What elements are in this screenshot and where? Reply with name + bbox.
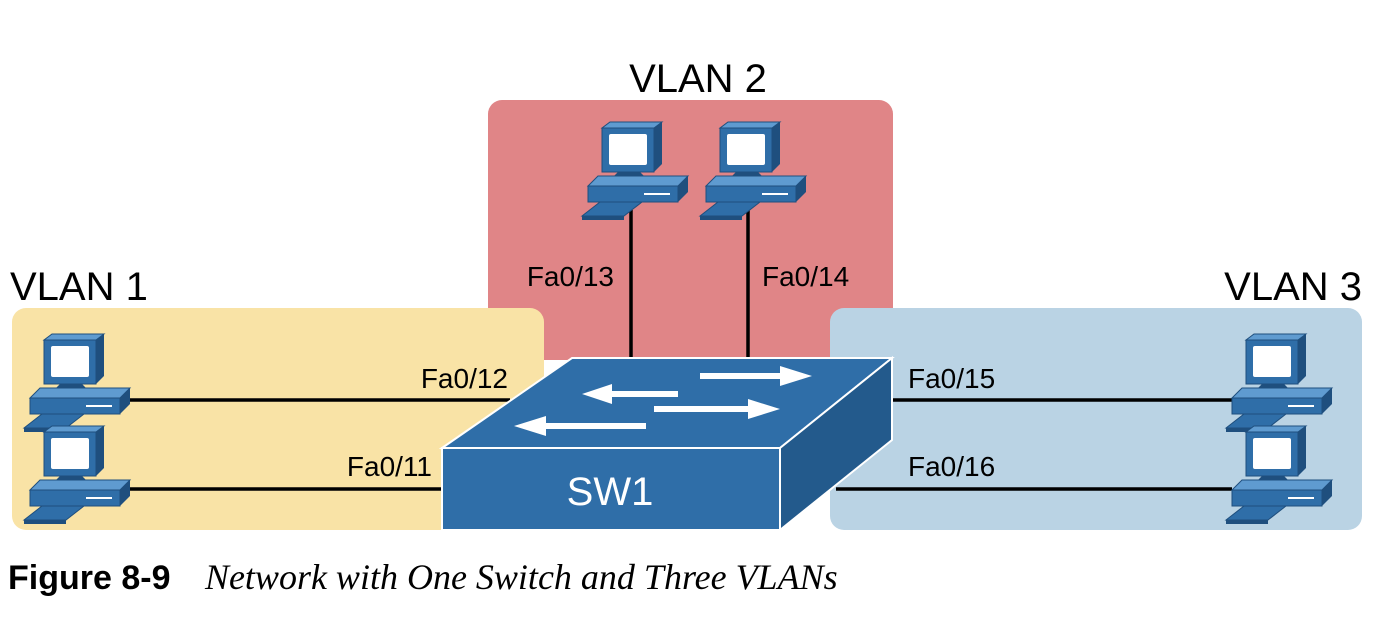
vlan-network-diagram: VLAN 2 VLAN 1 VLAN 3 SW1 Fa0/13 Fa0/14 F… [10, 57, 1362, 533]
port-label-fa0-13: Fa0/13 [527, 261, 614, 292]
port-label-fa0-16: Fa0/16 [908, 451, 995, 482]
port-label-fa0-14: Fa0/14 [762, 261, 849, 292]
switch-side [779, 355, 893, 533]
vlan3-label: VLAN 3 [1224, 265, 1362, 309]
vlan2-region [488, 100, 893, 360]
port-label-fa0-12: Fa0/12 [421, 363, 508, 394]
vlan2-label: VLAN 2 [629, 57, 767, 101]
vlan3-region [830, 308, 1362, 530]
figure-number: Figure 8-9 [8, 559, 171, 597]
switch-icon: SW1 [438, 355, 895, 533]
port-label-fa0-11: Fa0/11 [347, 451, 432, 482]
switch-arrows [514, 366, 812, 436]
figure-caption: Figure 8-9 Network with One Switch and T… [8, 556, 838, 598]
vlan1-region [12, 308, 544, 530]
vlan1-label: VLAN 1 [10, 265, 148, 309]
figure-title: Network with One Switch and Three VLANs [204, 557, 838, 597]
switch-label: SW1 [567, 470, 654, 514]
port-label-fa0-15: Fa0/15 [908, 363, 995, 394]
